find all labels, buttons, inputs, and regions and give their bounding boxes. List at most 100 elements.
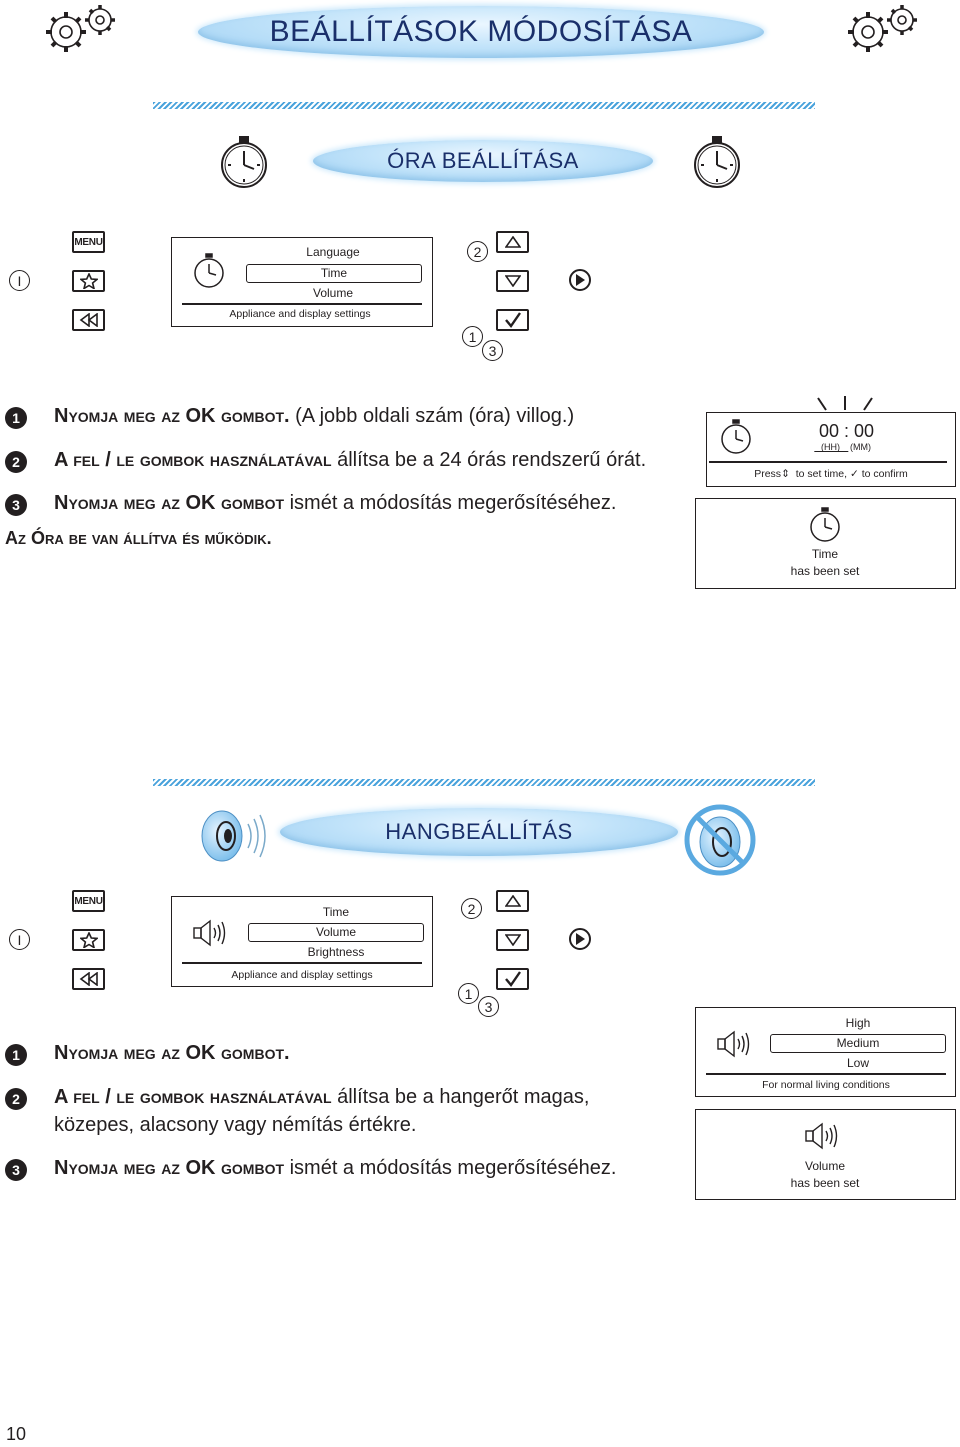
step-marker-1: 1 [458, 983, 479, 1004]
arrow-up-icon [504, 236, 521, 248]
clock-icon [808, 507, 842, 548]
speaker-icon [716, 1030, 756, 1063]
menu-footer: Appliance and display settings [231, 969, 373, 981]
rewind-icon [79, 972, 98, 986]
step-badge-2: 2 [5, 451, 27, 473]
volume-item-low: Low [846, 1056, 869, 1070]
step-2-text-cont: közepes, alacsony vagy némítás értékre. [54, 1114, 417, 1136]
menu-divider [182, 303, 422, 305]
speaker-icon-left [198, 806, 278, 871]
menu-item-time: Time [322, 905, 350, 919]
step-marker-1: 1 [462, 326, 483, 347]
page-title-banner: BEÁLLÍTÁSOK MÓDOSÍTÁSA [198, 6, 764, 58]
menu-key-label: MENU [74, 895, 103, 907]
clock-summary: Az Óra be van állítva és működik. [5, 528, 272, 548]
hour-label: (HH) [821, 442, 840, 452]
play-icon [576, 933, 585, 945]
checkmark-icon [504, 312, 521, 328]
up-key[interactable] [496, 231, 529, 253]
step-marker-3: 3 [482, 340, 503, 361]
down-key[interactable] [496, 929, 529, 951]
menu-key[interactable]: MENU [72, 231, 105, 253]
menu-item-volume: Volume [312, 286, 354, 300]
play-button[interactable] [569, 928, 591, 950]
step-marker-2: 2 [461, 898, 482, 919]
step-2-text: A fel / le gombok használatával állítsa … [54, 449, 647, 471]
star-icon [79, 932, 98, 948]
ok-key[interactable] [496, 309, 529, 331]
step-3-text: Nyomja meg az OK gombot ismét a módosítá… [54, 1157, 617, 1179]
volume-item-medium-selected: Medium [770, 1034, 946, 1053]
volume-display: High Medium Low For normal living condit… [695, 1007, 956, 1097]
volume-footer: For normal living conditions [762, 1079, 890, 1091]
volume-item-high: High [845, 1016, 871, 1030]
sound-section-title-banner: HANGBEÁLLÍTÁS [280, 808, 678, 856]
down-key[interactable] [496, 270, 529, 292]
time-display: 00 : 00 (HH) (MM) Press⇕ to set time, ✓ … [706, 412, 956, 487]
menu-display: Language Time Volume Appliance and displ… [171, 237, 433, 327]
checkmark-icon [504, 971, 521, 987]
menu-key-label: MENU [74, 236, 103, 248]
time-confirm-display: Time has been set [695, 498, 956, 589]
arrow-down-icon [504, 934, 521, 946]
step-badge-3: 3 [5, 494, 27, 516]
time-value: 00 : 00 [819, 421, 875, 441]
mute-icon [682, 802, 758, 883]
gears-icon-right [842, 2, 922, 62]
clock-section-title-banner: ÓRA BEÁLLÍTÁSA [313, 140, 653, 182]
page-title: BEÁLLÍTÁSOK MÓDOSÍTÁSA [269, 15, 693, 48]
volume-confirm-display: Volume has been set [695, 1109, 956, 1200]
blink-rays-icon [812, 396, 878, 419]
menu-item-volume-selected: Volume [248, 923, 424, 942]
play-button[interactable] [569, 269, 591, 291]
divider-hatch [153, 779, 815, 786]
arrow-up-icon [504, 895, 521, 907]
menu-divider [182, 962, 422, 964]
time-confirm-line-1: Time [811, 547, 839, 561]
star-icon [79, 273, 98, 289]
hour-underline [809, 451, 849, 460]
step-marker-3: 3 [478, 996, 499, 1017]
section-marker: I [9, 929, 30, 950]
volume-confirm-line-2: has been set [790, 1176, 860, 1190]
step-marker-2: 2 [467, 241, 488, 262]
rewind-icon [79, 313, 98, 327]
volume-confirm-line-1: Volume [804, 1159, 846, 1173]
step-badge-2: 2 [5, 1088, 27, 1110]
menu-footer: Appliance and display settings [229, 308, 371, 320]
volume-divider [706, 1073, 946, 1075]
step-badge-1: 1 [5, 407, 27, 429]
gears-icon-left [40, 2, 120, 62]
minute-label: (MM) [850, 442, 871, 452]
step-1-text: Nyomja meg az OK gombot. (A jobb oldali … [54, 405, 575, 427]
menu-item-brightness: Brightness [307, 945, 365, 959]
page-number: 10 [6, 1424, 27, 1444]
time-divider [709, 461, 947, 463]
sound-section-title: HANGBEÁLLÍTÁS [385, 819, 573, 844]
clock-icon-right [691, 136, 743, 195]
clock-icon-left [218, 136, 270, 195]
section-marker: I [9, 270, 30, 291]
step-2-text: A fel / le gombok használatával állítsa … [54, 1086, 590, 1108]
back-key[interactable] [72, 309, 105, 331]
clock-section-title: ÓRA BEÁLLÍTÁSA [387, 148, 579, 173]
arrow-down-icon [504, 275, 521, 287]
speaker-icon [804, 1122, 844, 1155]
menu-item-time-selected: Time [246, 264, 422, 283]
menu-item-language: Language [306, 245, 360, 259]
time-confirm-line-2: has been set [790, 564, 860, 578]
up-key[interactable] [496, 890, 529, 912]
time-hint: Press⇕ to set time, ✓ to confirm [754, 468, 908, 480]
ok-key[interactable] [496, 968, 529, 990]
favorite-key[interactable] [72, 929, 105, 951]
favorite-key[interactable] [72, 270, 105, 292]
back-key[interactable] [72, 968, 105, 990]
menu-display: Time Volume Brightness Appliance and dis… [171, 896, 433, 987]
menu-key[interactable]: MENU [72, 890, 105, 912]
clock-icon [192, 253, 226, 294]
step-1-text: Nyomja meg az OK gombot. [54, 1042, 290, 1064]
speaker-icon [192, 919, 232, 952]
step-badge-3: 3 [5, 1159, 27, 1181]
step-3-text: Nyomja meg az OK gombot ismét a módosítá… [54, 492, 617, 514]
step-badge-1: 1 [5, 1044, 27, 1066]
